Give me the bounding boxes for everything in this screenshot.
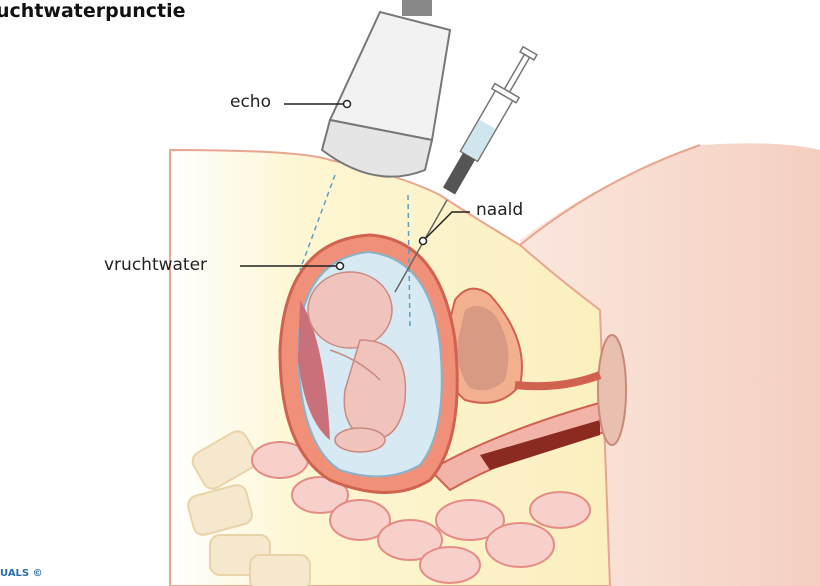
copyright-notice: UALS © xyxy=(0,568,43,579)
label-echo: echo xyxy=(230,92,271,112)
leader-lines xyxy=(240,99,470,271)
skin-outline xyxy=(519,144,701,246)
ultrasound-probe xyxy=(320,0,452,178)
cervix xyxy=(597,334,627,446)
vaginal-canal-inner xyxy=(480,420,600,470)
ultrasound-beams xyxy=(299,174,411,331)
placenta xyxy=(298,300,330,440)
label-vruchtwater: vruchtwater xyxy=(104,255,208,275)
intestines xyxy=(251,441,591,584)
needle xyxy=(394,199,448,293)
syringe xyxy=(442,45,538,195)
bladder-inner xyxy=(457,306,509,391)
page-title: uchtwaterpunctie xyxy=(0,0,186,22)
spine-bones xyxy=(187,430,311,586)
fetus xyxy=(307,271,407,453)
urethra xyxy=(514,371,602,391)
label-naald: naald xyxy=(476,200,524,220)
